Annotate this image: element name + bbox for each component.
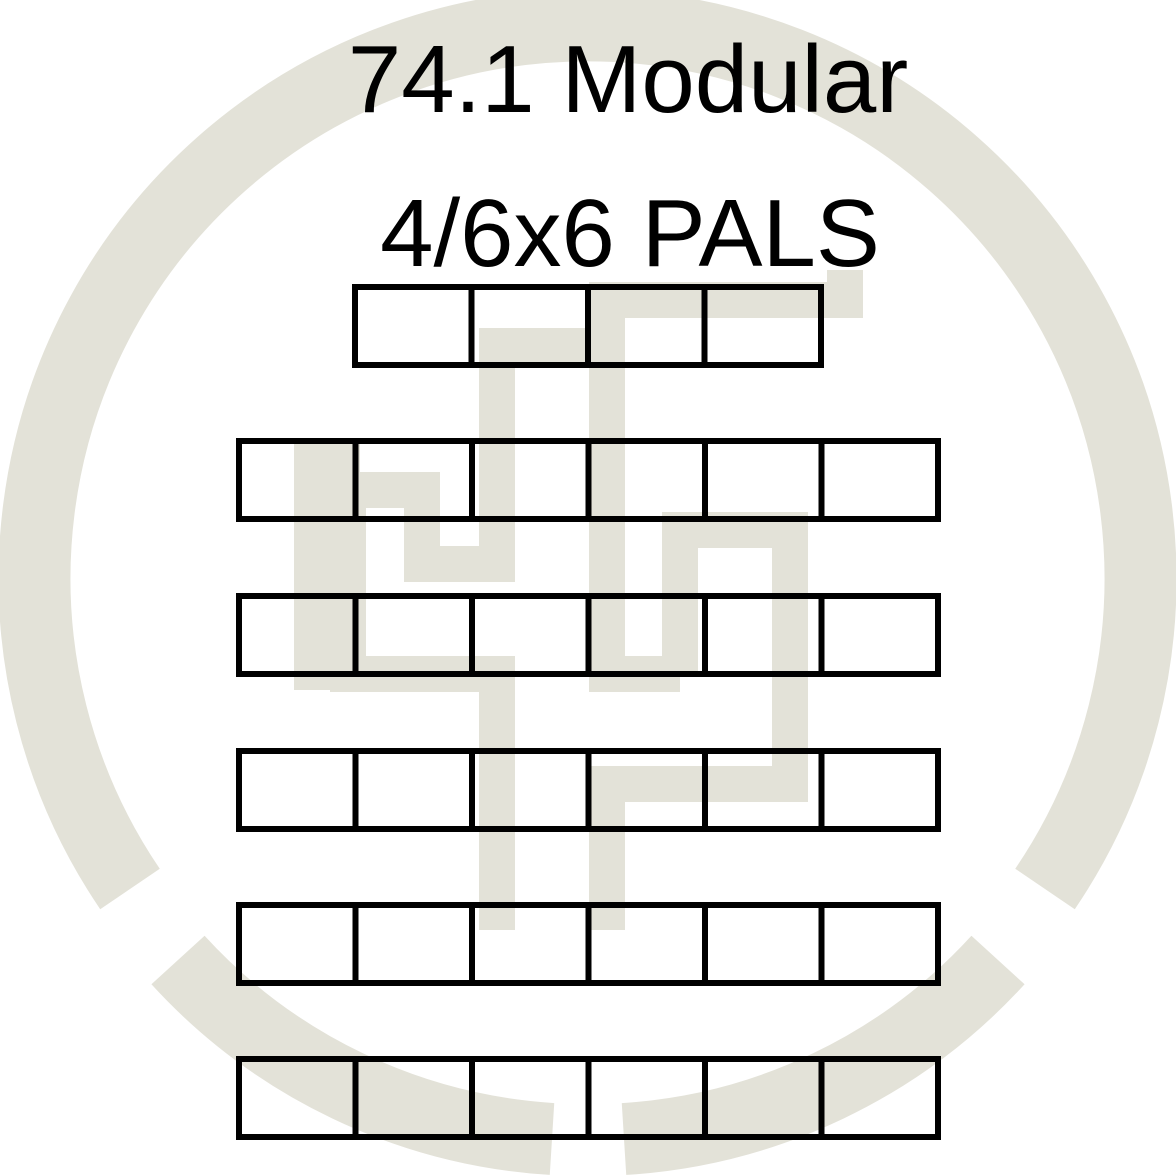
watermark-ring-lower-right-arc — [621, 935, 1025, 1175]
pals-cell-row6-col4 — [585, 1056, 708, 1140]
pals-cell-row6-col6 — [818, 1056, 941, 1140]
pals-cell-row5-col2 — [352, 902, 475, 986]
watermark-ring-lower-left-arc — [151, 935, 555, 1175]
watermark-ring-upper-arc — [0, 0, 1176, 910]
pals-cell-row5-col6 — [818, 902, 941, 986]
pals-cell-row3-col4 — [585, 593, 708, 677]
pals-cell-row2-col2 — [352, 438, 475, 522]
pals-cell-row4-col4 — [585, 748, 708, 832]
pals-cell-row2-col4 — [585, 438, 708, 522]
watermark-fret-top-right — [589, 270, 863, 346]
title-line-1: 74.1 Modular — [347, 26, 909, 133]
pals-cell-row5-col3 — [469, 902, 592, 986]
watermark-fret-right — [589, 512, 808, 930]
pals-cell-row3-col3 — [469, 593, 592, 677]
title-line-2: 4/6x6 PALS — [380, 180, 880, 287]
pals-cell-row5-col4 — [585, 902, 708, 986]
pals-cell-row4-col1 — [236, 748, 359, 832]
pals-cell-row4-col3 — [469, 748, 592, 832]
pals-cell-row1-col1 — [352, 284, 475, 368]
pals-cell-row6-col2 — [352, 1056, 475, 1140]
pals-cell-row2-col5 — [702, 438, 825, 522]
pals-cell-row3-col1 — [236, 593, 359, 677]
pals-cell-row2-col1 — [236, 438, 359, 522]
pals-cell-row3-col6 — [818, 593, 941, 677]
watermark-fret-outer-left — [294, 442, 360, 690]
pals-cell-row6-col3 — [469, 1056, 592, 1140]
pals-cell-row1-col3 — [585, 284, 708, 368]
pals-cell-row1-col4 — [701, 284, 824, 368]
pals-cell-row4-col6 — [818, 748, 941, 832]
pals-cell-row5-col5 — [702, 902, 825, 986]
pals-cell-row3-col2 — [352, 593, 475, 677]
pals-cell-row6-col1 — [236, 1056, 359, 1140]
pals-cell-row3-col5 — [702, 593, 825, 677]
pals-cell-row2-col3 — [469, 438, 592, 522]
pals-cell-row5-col1 — [236, 902, 359, 986]
pals-cell-row2-col6 — [818, 438, 941, 522]
pals-cell-row6-col5 — [702, 1056, 825, 1140]
pals-cell-row1-col2 — [468, 284, 591, 368]
pals-cell-row4-col2 — [352, 748, 475, 832]
pals-cell-row4-col5 — [702, 748, 825, 832]
